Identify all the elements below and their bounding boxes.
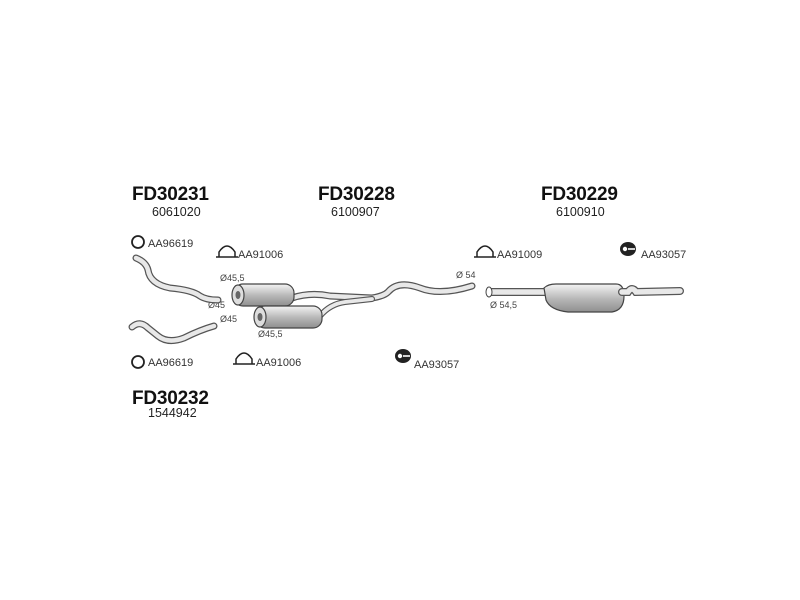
group-number-6100907: 6100907 <box>331 205 380 219</box>
clamp-icon-top-left <box>216 245 238 258</box>
front-muffler-lower <box>253 305 323 329</box>
group-code-fd30229: FD30229 <box>541 184 618 205</box>
hanger-label-middle: AA93057 <box>414 359 460 371</box>
hanger-icon-middle <box>395 349 411 363</box>
group-number-1544942: 1544942 <box>148 406 197 420</box>
front-pipe-upper <box>132 254 222 304</box>
dimension-label-4: Ø45,5 <box>258 329 283 339</box>
front-muffler-upper <box>231 283 295 307</box>
tail-pipe <box>618 285 684 297</box>
group-number-6061020: 6061020 <box>152 205 201 219</box>
rear-muffler <box>543 283 625 313</box>
group-code-fd30228: FD30228 <box>318 184 395 205</box>
hanger-icon-right <box>620 242 636 256</box>
dimension-label-6: Ø 54,5 <box>490 300 518 310</box>
clamp-icon-bottom-left <box>233 352 255 365</box>
ring-label-top: AA96619 <box>148 238 194 250</box>
dimension-label-5: Ø 54 <box>456 270 476 280</box>
clamp-icon-right <box>474 245 496 258</box>
dimension-label-2: Ø45 <box>208 300 226 310</box>
clamp-label-top-left: AA91006 <box>238 249 284 261</box>
rear-inlet-pipe <box>485 286 549 298</box>
hanger-label-right: AA93057 <box>641 249 687 261</box>
group-number-6100910: 6100910 <box>556 205 605 219</box>
group-code-fd30231: FD30231 <box>132 184 209 205</box>
ring-icon-top <box>131 235 145 249</box>
group-code-fd30232: FD30232 <box>132 388 209 409</box>
clamp-label-right: AA91009 <box>497 249 543 261</box>
clamp-label-bottom-left: AA91006 <box>256 357 302 369</box>
front-pipe-lower <box>128 320 218 345</box>
ring-icon-bottom <box>131 355 145 369</box>
dimension-label-3: Ø45 <box>220 314 238 324</box>
ring-label-bottom: AA96619 <box>148 357 194 369</box>
dimension-label-1: Ø45,5 <box>220 273 245 283</box>
